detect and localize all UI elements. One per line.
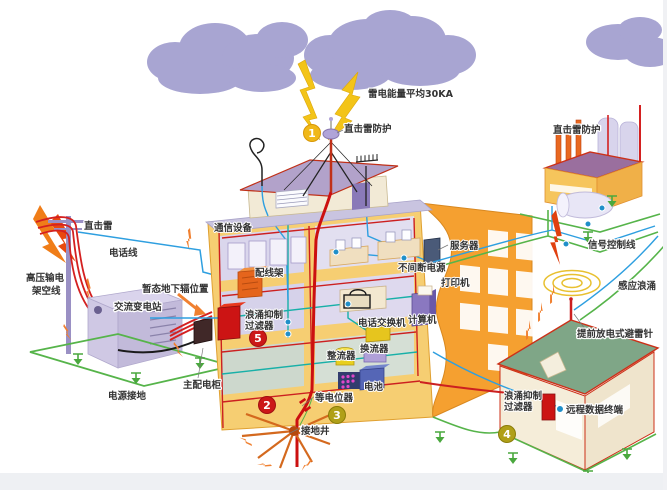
comm-equipment-cabinets [227,236,307,270]
label-surge-filter-right-2: 过滤器 [504,401,533,413]
down-conductor [295,191,333,467]
battery-bank [338,364,390,391]
marker-3-label: 3 [333,409,341,422]
label-hv-overhead-1: 高压输电 [26,272,65,284]
label-rectifier: 整流器 [326,350,356,362]
penthouse-door [352,182,370,210]
lightning-bolt-right-icon [327,71,361,141]
marker-4: 4 [498,425,516,443]
label-telephone-line: 电话线 [109,247,138,259]
label-remote-data-terminal: 远程数据终端 [566,404,624,416]
label-direct-strike: 直击雷 [84,220,113,232]
label-ups: 不间断电源 [398,262,446,274]
marker-1-label: 1 [308,127,316,140]
label-server: 服务器 [450,240,479,252]
surge-filter-box-left [217,302,246,341]
tv-antenna-icon [355,154,379,206]
label-hv-overhead-2: 架空线 [31,285,61,297]
marker-5: 5 [249,329,267,347]
marker-2: 2 [258,396,276,414]
right-edge-strip [663,0,667,490]
lines-to-house [573,235,665,321]
rectifier-unit [335,347,355,366]
label-transient-underground: 暂态地下辐位置 [142,283,209,295]
telephone-line [77,231,219,277]
label-comm-equipment: 通信设备 [214,222,253,234]
marker-4-label: 4 [503,428,511,441]
label-surge-filter-left-2: 过滤器 [245,320,274,332]
label-lightning-energy: 雷电能量平均30KA [368,88,454,100]
remote-house [496,297,660,471]
office-desks [329,229,421,267]
label-grounding-well: 接地井 [301,425,330,437]
label-pointers [197,129,589,434]
label-surge-filter-left-1: 浪涌抑制 [245,309,284,321]
surge-filter-box-right [541,393,556,421]
label-telephone-switch: 电话交换机 [358,317,406,329]
induced-surge-rings [543,269,601,297]
computer-cabinet [411,285,436,327]
marker-3: 3 [328,406,346,424]
label-ac-substation: 交流变电站 [114,301,162,313]
label-induced-surge: 感应浪涌 [618,280,656,292]
label-signal-control-line: 信号控制线 [588,239,636,251]
label-direct-protection-roof: 直击雷防护 [344,123,392,135]
factory [542,105,645,219]
remote-terminal-dot [556,405,564,413]
marker-1: 1 [303,124,321,142]
air-terminal-dome [322,128,340,140]
phone-switch-area [339,285,394,343]
label-printer: 打印机 [441,277,470,289]
label-ese-lightning-rod: 提前放电式避雷针 [577,328,654,340]
label-main-distribution-cabinet: 主配电柜 [183,379,222,391]
junction-dots [284,248,434,338]
main-distribution-cabinet [193,317,213,345]
power-pole [48,216,88,354]
label-direct-protection-factory: 直击雷防护 [553,124,601,136]
ac-substation [86,287,184,369]
house-connections [419,351,657,483]
label-equipotential: 等电位器 [314,392,354,404]
storm-clouds [147,10,667,94]
distribution-frame-box [237,266,268,299]
label-power-ground: 电源接地 [108,390,147,402]
footer-strip [0,473,667,490]
factory-ground-loop [432,195,661,269]
label-converter: 换流器 [360,343,389,355]
transient-arrow-icon [177,292,206,316]
label-computer: 计算机 [408,314,437,326]
label-distribution-frame: 配线架 [255,267,284,279]
hv-overhead-wires [35,216,101,319]
antenna-mast [283,117,373,197]
marker-2-label: 2 [263,399,271,412]
diagram-labels: 雷电能量平均30KA 直击雷防护 直击雷防护 直击雷 电话线 高压输电 架空线 … [25,87,658,439]
loop-antenna-icon [249,137,269,217]
label-surge-filter-right-1: 浪涌抑制 [504,390,543,402]
label-battery: 电池 [364,381,384,393]
converter-unit [363,349,387,363]
marker-5-label: 5 [254,332,262,345]
grounding-well [239,397,333,471]
